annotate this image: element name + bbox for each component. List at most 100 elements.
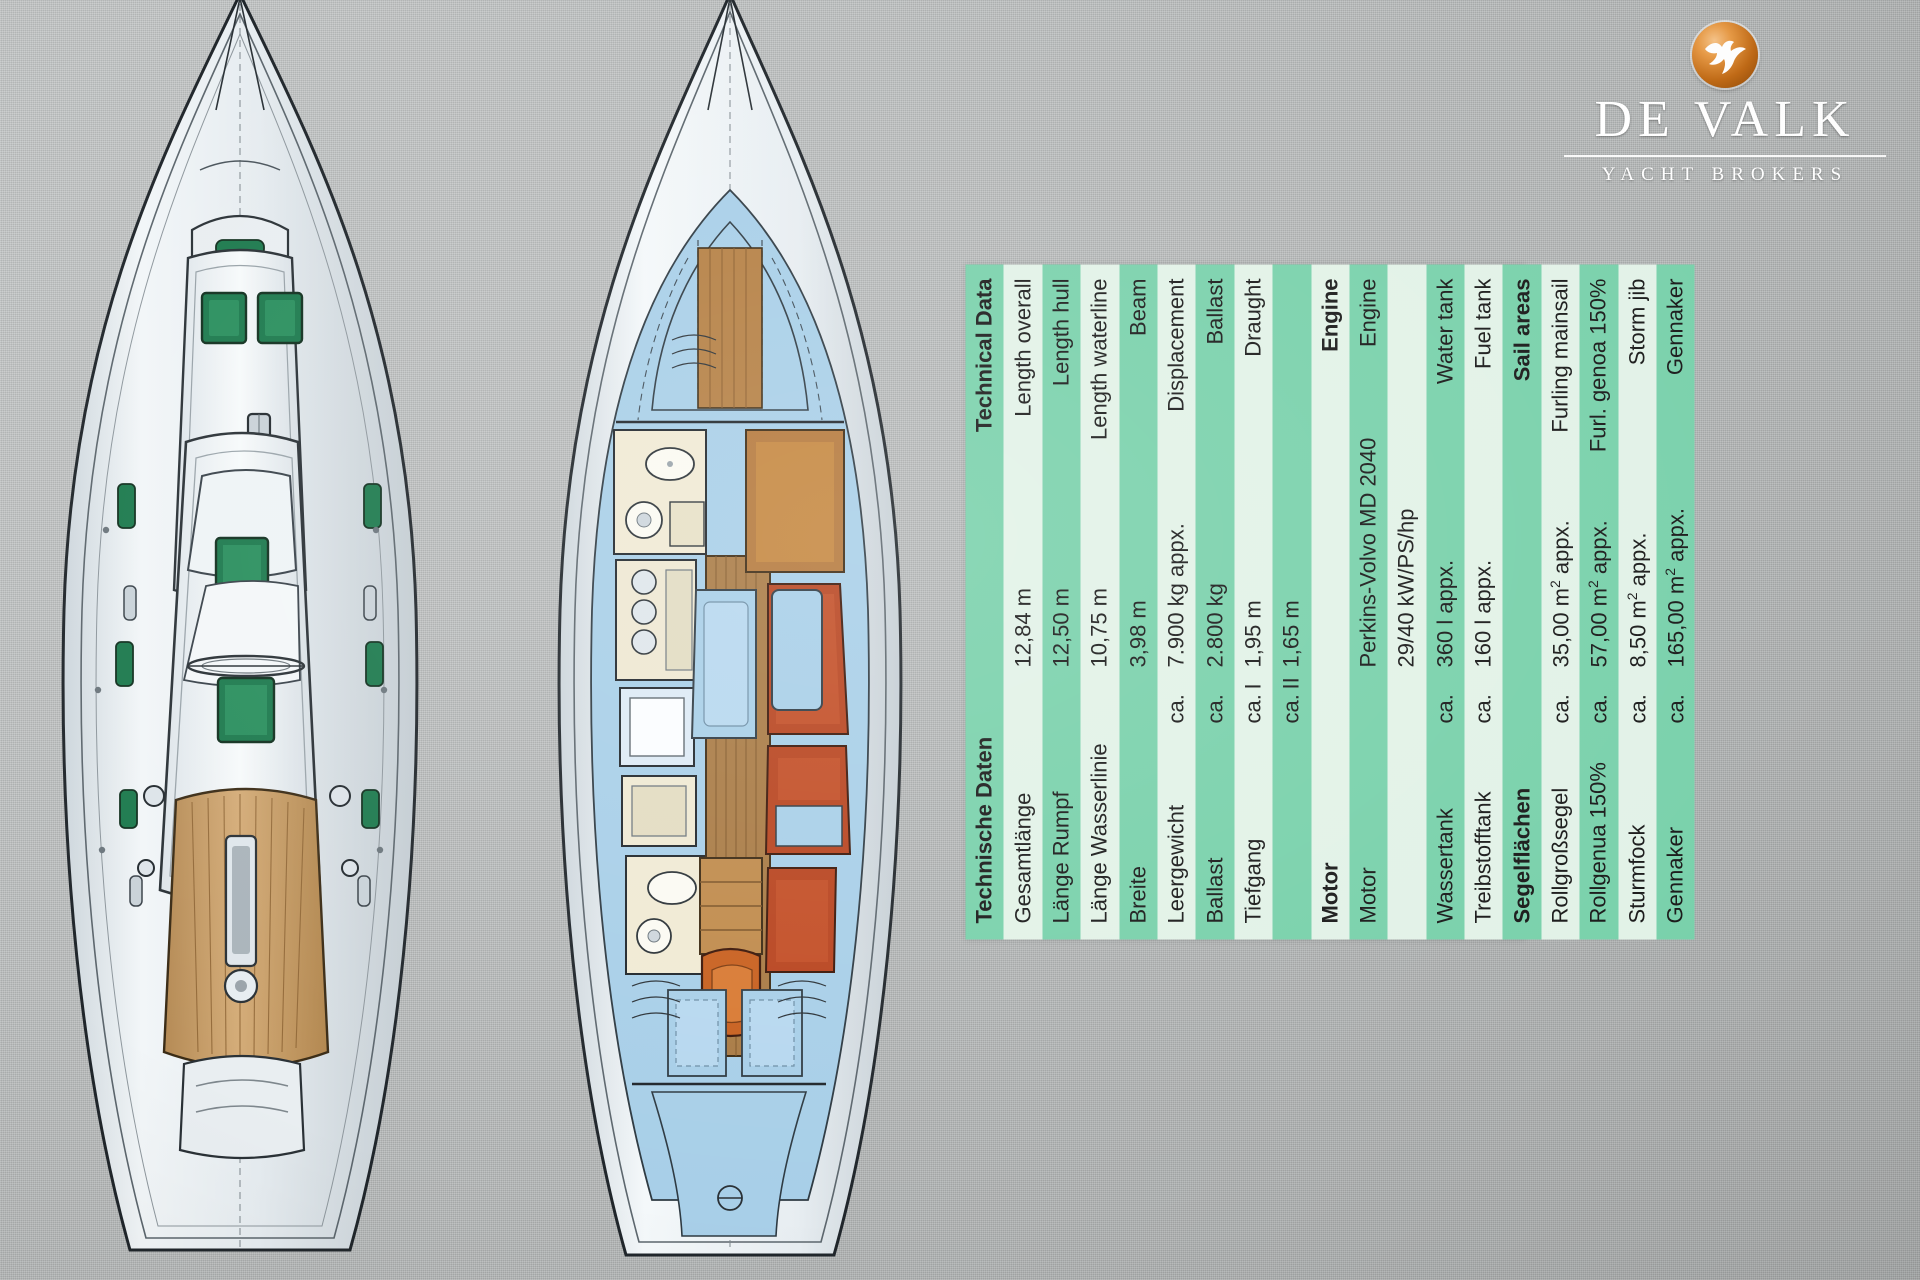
spec-value-text: 12,50 m	[1048, 588, 1074, 668]
spec-label-en: Storm jib	[1624, 278, 1650, 366]
deck-layout-plan	[61, 0, 419, 1252]
spec-label-en: Displacement	[1163, 278, 1189, 412]
spec-value: 3,98 m	[1125, 506, 1151, 724]
spec-approx-prefix: ca.	[1625, 694, 1650, 724]
spec-value: ca. 8,50 m2 appx.	[1624, 506, 1651, 724]
spec-label-de: Rollgenua 150%	[1585, 762, 1611, 924]
spec-row: Gesamtlänge 12,84 m Length overall	[1003, 264, 1043, 940]
spec-label-de: Breite	[1125, 866, 1151, 924]
spec-value: ca. 165,00 m2 appx.	[1662, 506, 1689, 724]
spec-label-en: Engine	[1355, 278, 1381, 348]
spec-approx-prefix: ca.	[1663, 694, 1689, 724]
spec-label-en: Length overall	[1010, 278, 1036, 417]
brand-name: DE VALK	[1594, 91, 1856, 148]
spec-approx-prefix: ca.	[1548, 694, 1574, 724]
spec-label-en: Water tank	[1432, 278, 1458, 385]
spec-approx-prefix: ca.	[1470, 694, 1496, 724]
brand-logo: DE VALK YACHT BROKERS	[1560, 22, 1890, 186]
spec-row: Motor Perkins-Volvo MD 2040 Engine	[1349, 264, 1388, 940]
spec-value: Perkins-Volvo MD 2040	[1356, 438, 1382, 724]
spec-label-de: Rollgroßsegel	[1547, 787, 1573, 924]
spec-value: ca. 7.900 kg appx.	[1163, 506, 1190, 724]
spec-approx-prefix: ca.	[1202, 694, 1228, 724]
spec-value: 29/40 kW/PS/hp	[1394, 506, 1420, 724]
spec-value-text: 1,65 m	[1278, 600, 1304, 668]
spec-label-en: Ballast	[1202, 278, 1228, 345]
spec-row: Rollgroßsegel ca. 35,00 m2 appx. Furling ma…	[1541, 264, 1580, 940]
spec-value-text: 360 l appx.	[1432, 559, 1458, 668]
spec-row: Länge Rumpf 12,50 m Length hull	[1042, 264, 1081, 940]
spec-value-text: 7.900 kg appx.	[1163, 523, 1189, 668]
spec-label-de: Länge Wasserlinie	[1086, 743, 1112, 924]
spec-label-en: Beam	[1125, 278, 1151, 336]
spec-approx-prefix: ca.	[1163, 694, 1189, 724]
spec-value-text: 35,00 m2 appx.	[1546, 520, 1574, 668]
spec-approx-prefix: ca.	[1586, 694, 1612, 724]
spec-row: Länge Wasserlinie 10,75 m Length waterline	[1080, 264, 1120, 940]
spec-label-en: Fuel tank	[1470, 278, 1496, 370]
spec-value: ca. 35,00 m2 appx.	[1546, 506, 1574, 724]
spec-label-de: Motor	[1355, 867, 1381, 924]
logo-divider	[1564, 155, 1886, 157]
spec-section-header: Technische Daten Technical Data	[965, 264, 1004, 940]
spec-value-text: 165,00 m2 appx.	[1662, 508, 1689, 668]
spec-value: 10,75 m	[1087, 506, 1113, 724]
spec-label-de: Ballast	[1202, 857, 1228, 924]
spec-label-en: Furling mainsail	[1547, 278, 1573, 433]
spec-value-text: 29/40 kW/PS/hp	[1393, 508, 1419, 668]
spec-value: 12,50 m	[1048, 506, 1074, 724]
spec-row: 29/40 kW/PS/hp	[1387, 264, 1427, 940]
spec-label-en: Draught	[1240, 278, 1266, 357]
spec-row: Gennaker ca. 165,00 m2 appx. Gennaker	[1656, 264, 1695, 940]
spec-header-en: Technical Data	[971, 278, 997, 433]
spec-row: ca.II1,65 m	[1272, 264, 1312, 940]
spec-value: ca.I1,95 m	[1240, 506, 1266, 724]
falcon-icon	[1692, 22, 1758, 88]
spec-approx-prefix: ca.	[1240, 694, 1266, 724]
spec-header-de: Technische Daten	[971, 736, 997, 924]
spec-section-header: Motor Engine	[1311, 264, 1350, 940]
spec-value: ca. 57,00 m2 appx.	[1585, 506, 1612, 724]
spec-value: ca. 160 l appx.	[1471, 506, 1497, 724]
spec-value: ca. 360 l appx.	[1432, 506, 1458, 724]
spec-value-text: 8,50 m2 appx.	[1623, 532, 1650, 668]
spec-header-en: Engine	[1317, 278, 1343, 352]
spec-row: Breite 3,98 m Beam	[1119, 264, 1158, 940]
spec-row: Rollgenua 150% ca. 57,00 m2 appx. Furl. gen…	[1579, 264, 1619, 940]
spec-label-de: Gennaker	[1662, 826, 1688, 924]
spec-label-en: Length hull	[1048, 278, 1074, 387]
brand-tagline: YACHT BROKERS	[1601, 164, 1849, 185]
spec-value-text: 57,00 m2 appx.	[1585, 520, 1612, 668]
spec-label-de: Tiefgang	[1240, 838, 1266, 924]
spec-label-de: Sturmfock	[1624, 824, 1650, 924]
spec-value-text: 10,75 m	[1086, 588, 1112, 668]
spec-label-en: Length waterline	[1086, 278, 1112, 440]
spec-label-en: Gennaker	[1662, 278, 1688, 376]
spec-approx-prefix: ca.	[1278, 694, 1304, 724]
spec-header-de: Motor	[1317, 862, 1343, 924]
spec-row: Sturmfock ca. 8,50 m2 appx. Storm jib	[1618, 264, 1657, 940]
spec-value-text: 12,84 m	[1010, 588, 1036, 668]
spec-label-de: Gesamtlänge	[1010, 792, 1036, 924]
spec-value: 12,84 m	[1010, 506, 1036, 724]
spec-label-en: Furl. genoa 150%	[1585, 278, 1611, 453]
spec-row: Ballast ca. 2.800 kg Ballast	[1195, 264, 1235, 940]
spec-label-de: Wassertank	[1432, 808, 1458, 924]
spec-value-text: 2.800 kg	[1202, 583, 1228, 668]
spec-value: ca.II1,65 m	[1278, 506, 1305, 724]
spec-label-de: Leergewicht	[1163, 804, 1189, 924]
spec-row: Wassertank ca. 360 l appx. Water tank	[1426, 264, 1465, 940]
spec-value-text: 3,98 m	[1125, 600, 1151, 668]
spec-approx-prefix: ca.	[1432, 694, 1458, 724]
spec-header-de: Segelflächen	[1509, 787, 1535, 924]
spec-variant-marker: I	[1240, 683, 1266, 690]
spec-value-text: Perkins-Volvo MD 2040	[1355, 437, 1381, 668]
spec-value-text: 160 l appx.	[1470, 559, 1496, 668]
spec-label-de: Länge Rumpf	[1048, 791, 1074, 924]
spec-value: ca. 2.800 kg	[1202, 506, 1228, 724]
